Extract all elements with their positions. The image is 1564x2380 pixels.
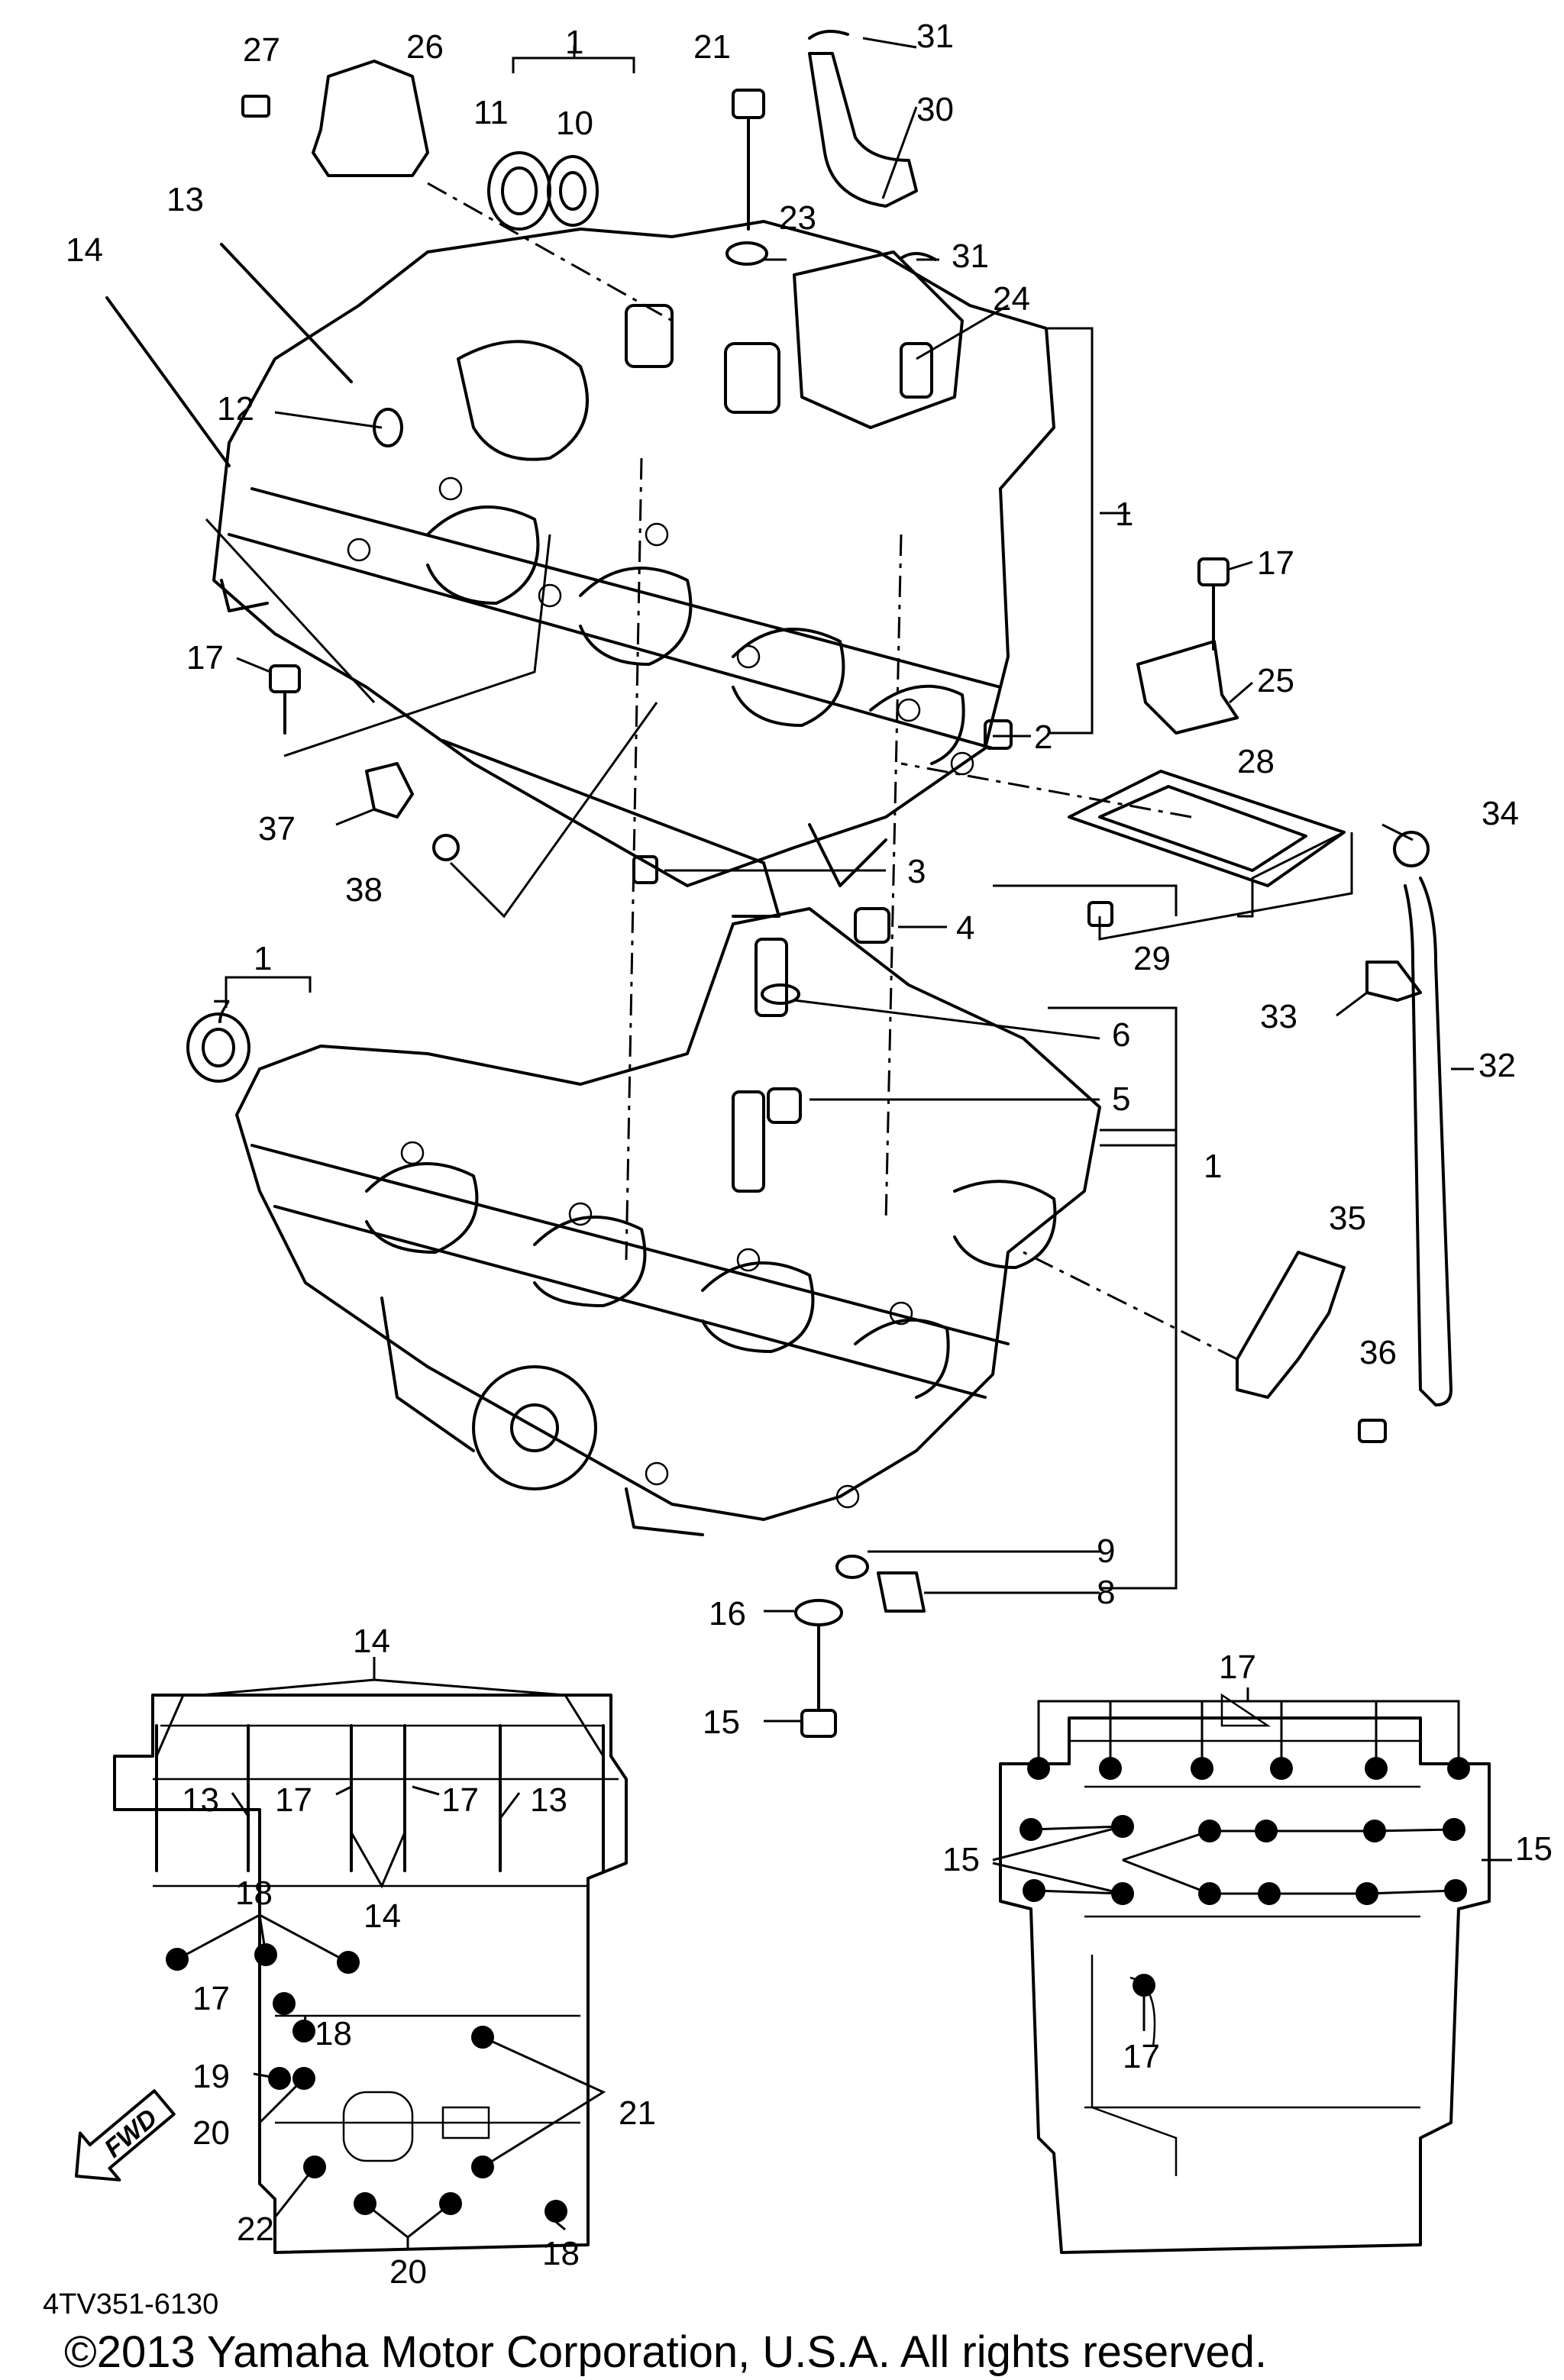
callout-17: 17 (441, 1781, 479, 1819)
callout-27: 27 (243, 31, 280, 69)
callout-33: 33 (1260, 998, 1297, 1035)
callout-37: 37 (258, 810, 296, 848)
callout-15: 15 (1515, 1830, 1553, 1868)
callout-3: 3 (907, 853, 926, 890)
callout-20: 20 (389, 2253, 427, 2291)
callout-14: 14 (66, 231, 103, 269)
callout-19: 19 (192, 2058, 230, 2095)
callout-18: 18 (542, 2235, 580, 2272)
callout-26: 26 (406, 28, 444, 66)
copyright-notice: ©2013 Yamaha Motor Corporation, U.S.A. A… (64, 2327, 1267, 2377)
callout-32: 32 (1478, 1047, 1516, 1084)
callout-13: 13 (530, 1781, 567, 1819)
callout-23: 23 (779, 199, 816, 237)
callout-18: 18 (235, 1875, 273, 1912)
callout-17: 17 (192, 1980, 230, 2017)
callout-numbers: 1 10 11 26 27 21 31 30 31 23 24 13 14 12… (66, 18, 1553, 2291)
callout-17: 17 (186, 639, 224, 677)
callout-16: 16 (709, 1595, 746, 1632)
callout-10: 10 (556, 105, 593, 142)
callout-7: 7 (212, 993, 231, 1031)
inset-right-bolt-pattern (992, 1687, 1512, 2254)
callout-1: 1 (1115, 496, 1133, 533)
callout-24: 24 (993, 280, 1030, 318)
callout-1: 1 (254, 940, 272, 977)
callout-34: 34 (1482, 795, 1519, 832)
callout-28: 28 (1237, 743, 1275, 780)
callout-20: 20 (192, 2114, 230, 2152)
callout-17: 17 (1257, 544, 1294, 582)
callout-11: 11 (473, 94, 509, 131)
callout-14: 14 (353, 1623, 390, 1660)
callout-12: 12 (217, 390, 254, 428)
callout-5: 5 (1112, 1080, 1130, 1118)
callout-4: 4 (956, 909, 974, 947)
callout-13: 13 (182, 1781, 219, 1819)
callout-9: 9 (1097, 1532, 1115, 1570)
diagram-code: 4TV351-6130 (43, 2288, 218, 2320)
callout-21: 21 (619, 2094, 656, 2132)
callout-15: 15 (942, 1841, 980, 1878)
callout-31: 31 (952, 237, 989, 275)
callout-17: 17 (1123, 2038, 1160, 2075)
callout-22: 22 (237, 2210, 274, 2248)
lower-crankcase (235, 907, 1101, 1536)
callout-36: 36 (1359, 1334, 1397, 1371)
callout-30: 30 (916, 91, 954, 128)
callout-6: 6 (1112, 1016, 1130, 1054)
inset-left-bolt-pattern (113, 1657, 628, 2254)
callout-8: 8 (1097, 1574, 1115, 1611)
callout-14: 14 (364, 1897, 401, 1935)
callout-2: 2 (1034, 719, 1052, 756)
leader-lines (205, 37, 1474, 1723)
callout-38: 38 (345, 871, 383, 909)
fwd-arrow-icon: FWD (75, 2089, 176, 2181)
callout-13: 13 (166, 181, 204, 218)
callout-1: 1 (1204, 1148, 1222, 1185)
callout-18: 18 (315, 2015, 352, 2052)
callout-31: 31 (916, 18, 954, 55)
callout-15: 15 (703, 1703, 740, 1741)
upper-crankcase (212, 220, 1055, 918)
callout-1: 1 (565, 24, 583, 61)
small-parts (105, 30, 1453, 1738)
callout-35: 35 (1329, 1200, 1366, 1237)
callout-17: 17 (275, 1781, 312, 1819)
callout-25: 25 (1257, 662, 1294, 699)
callout-17: 17 (1219, 1649, 1256, 1686)
callout-21: 21 (693, 28, 731, 66)
callout-29: 29 (1133, 940, 1171, 977)
